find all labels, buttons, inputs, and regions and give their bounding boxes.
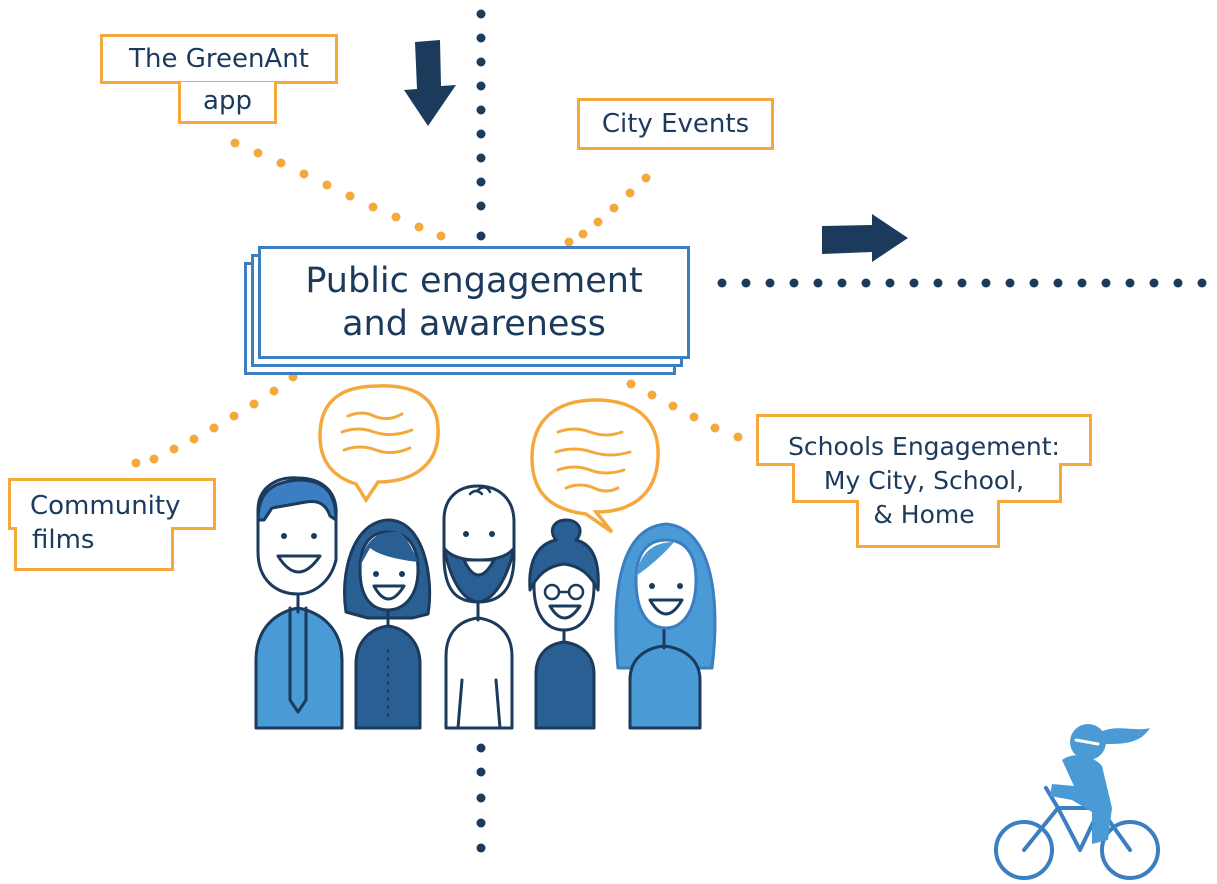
- connector-greenant: [230, 138, 446, 241]
- person-bearded-man-icon: [442, 484, 516, 730]
- schools-label-line3: & Home: [873, 500, 975, 529]
- schools-box-bottom: [856, 500, 1000, 548]
- right-arrow-icon: [822, 214, 908, 262]
- vertical-axis-bottom: [476, 743, 486, 853]
- greenant-label-line2-box: app: [181, 82, 274, 120]
- schools-label-line1: Schools Engagement:: [788, 432, 1060, 461]
- cyclist-icon: [994, 724, 1160, 880]
- person-woman-glasses-icon: [528, 518, 600, 730]
- person-woman-long-hair-icon: [614, 522, 717, 730]
- schools-label: Schools Engagement: My City, School, & H…: [756, 418, 1092, 544]
- central-topic-line1: Public engagement: [305, 260, 643, 301]
- greenant-label-line1: The GreenAnt: [129, 43, 309, 74]
- community-label-line1: Community: [30, 491, 181, 522]
- community-shadow-lower: [14, 527, 174, 571]
- city-events-text: City Events: [601, 108, 750, 139]
- community-label: Community films: [14, 480, 214, 568]
- speech-bubble-left-icon: [318, 384, 440, 504]
- greenant-label: The GreenAnt: [100, 34, 338, 84]
- vertical-axis-top: [476, 9, 486, 241]
- people-group-icon: [254, 476, 717, 730]
- central-topic-box: Public engagement and awareness: [258, 246, 690, 359]
- schools-label-line2: My City, School,: [823, 466, 1025, 495]
- connector-schools: [626, 379, 743, 442]
- person-man-tie-icon: [254, 476, 344, 730]
- connector-community: [131, 372, 298, 468]
- horizontal-axis: [717, 278, 1207, 288]
- connector-city-events: [564, 173, 651, 247]
- down-arrow-icon: [404, 40, 456, 126]
- city-events-label: City Events: [577, 98, 774, 150]
- community-label-line2: films: [32, 525, 95, 555]
- person-woman-dark-hair-icon: [343, 518, 432, 730]
- central-topic-line2: and awareness: [342, 303, 606, 344]
- greenant-label-line2: app: [203, 86, 252, 116]
- speech-bubble-right-icon: [530, 398, 660, 534]
